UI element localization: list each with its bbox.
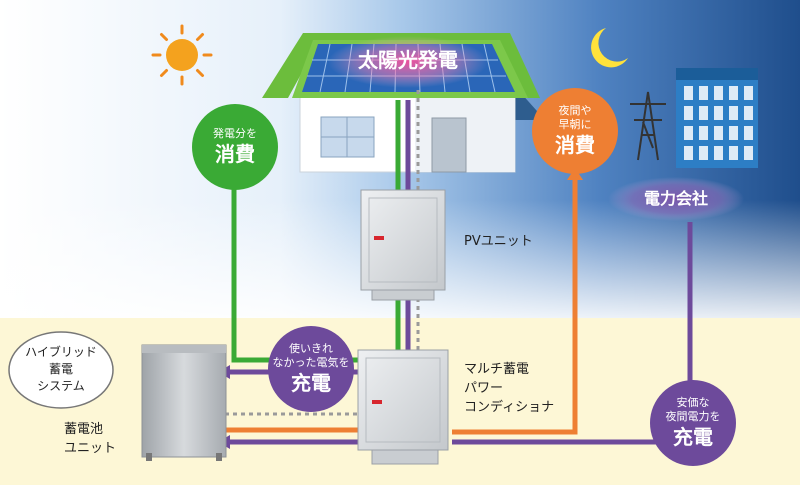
pv-unit-icon xyxy=(360,189,446,301)
bubble-consume-day-big: 消費 xyxy=(215,142,255,166)
sun-icon xyxy=(151,24,213,86)
building-icon xyxy=(676,68,758,168)
house-label: 太陽光発電 xyxy=(358,48,458,72)
bubble-charge-cheap-small: 安価な 夜間電力を xyxy=(665,396,721,423)
bubble-charge-surplus: 使いきれ なかった電気を 充電 xyxy=(268,326,354,412)
utility-label: 電力会社 xyxy=(643,189,708,208)
pv-unit-label: PVユニット xyxy=(464,234,533,249)
bubble-charge-cheap-big: 充電 xyxy=(673,425,713,449)
power-tower-icon xyxy=(630,91,666,161)
bubble-consume-day: 発電分を 消費 xyxy=(192,104,278,190)
system-label: ハイブリッド 蓄電 システム xyxy=(25,345,97,393)
bubble-consume-night: 夜間や 早朝に 消費 xyxy=(532,88,618,174)
power-conditioner-label: マルチ蓄電 パワー コンディショナ xyxy=(464,362,555,415)
house-label-glow xyxy=(328,36,488,88)
bubble-charge-surplus-small: 使いきれ なかった電気を xyxy=(272,342,350,369)
battery-icon xyxy=(141,344,227,461)
bubble-charge-cheap: 安価な 夜間電力を 充電 xyxy=(650,380,736,466)
system-label-circle xyxy=(8,331,114,409)
bubble-consume-day-small: 発電分を xyxy=(213,127,257,140)
bubble-consume-night-big: 消費 xyxy=(555,133,595,157)
bubble-charge-surplus-big: 充電 xyxy=(291,371,331,395)
moon-icon xyxy=(591,28,628,68)
power-conditioner-icon xyxy=(357,349,449,465)
battery-label: 蓄電池 ユニット xyxy=(64,422,117,456)
bubble-consume-night-small: 夜間や 早朝に xyxy=(558,104,592,131)
utility-label-glow xyxy=(608,177,744,221)
